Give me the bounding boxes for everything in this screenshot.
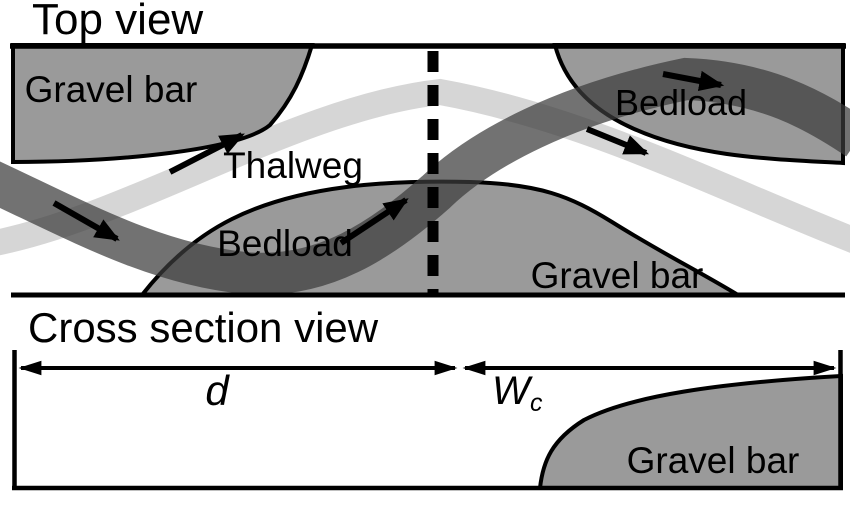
distance-d-label: d: [205, 367, 230, 414]
cross-section-gravel-bar-shape: [537, 373, 843, 490]
cross-section-gravel-bar-label: Gravel bar: [627, 440, 800, 481]
bedload-flow-arrow-right: [662, 70, 725, 92]
thalweg-flow-arrow-right: [585, 126, 650, 156]
thalweg-label: Thalweg: [223, 145, 363, 186]
top-view-panel: Top view Gravel bar Thalweg Bedload: [0, 0, 850, 298]
cross-section-title: Cross section view: [28, 304, 379, 351]
bedload-flow-arrow-middle: [339, 197, 409, 246]
thalweg-band: [0, 78, 850, 256]
bedload-left-label: Bedload: [217, 223, 353, 264]
width-w-subscript: c: [530, 389, 543, 417]
top-view-title: Top view: [32, 0, 203, 44]
bedload-flow-arrow-left: [52, 200, 120, 242]
bedload-right-label: Bedload: [615, 82, 747, 123]
gravel-bar-lower-label: Gravel bar: [531, 255, 704, 296]
width-w-label: W: [492, 369, 533, 413]
gravel-bar-upper-left-label: Gravel bar: [25, 69, 198, 110]
cross-section-panel: Cross section view d W c Gravel bar: [12, 304, 843, 491]
thalweg-flow-arrow-left: [168, 132, 245, 175]
